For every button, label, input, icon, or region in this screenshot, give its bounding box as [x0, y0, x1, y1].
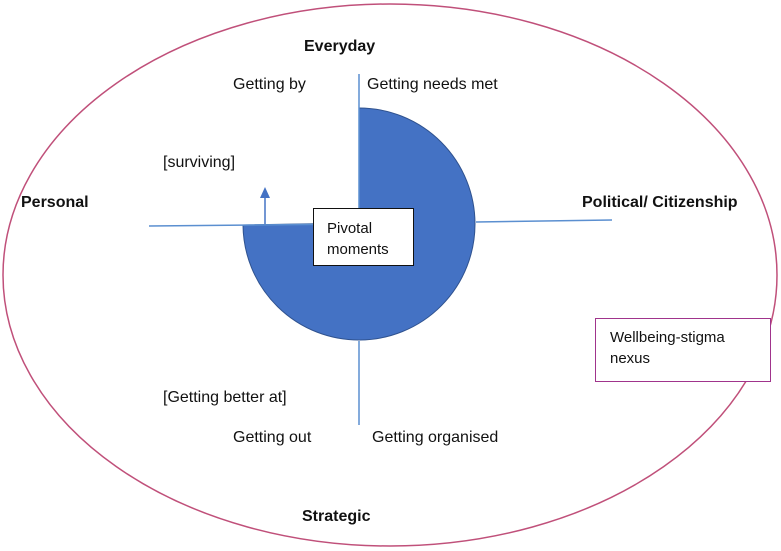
quadrant-label-getting-out: Getting out	[233, 429, 312, 446]
pivotal-moments-line2: moments	[327, 241, 389, 258]
axis-label-everyday: Everyday	[304, 38, 376, 55]
axis-label-political-citizenship: Political/ Citizenship	[582, 194, 738, 211]
wellbeing-stigma-nexus-box: Wellbeing-stigma nexus	[595, 318, 771, 382]
quadrant-label-getting-by: Getting by	[233, 76, 306, 93]
up-arrow-head	[260, 187, 270, 198]
quadrant-label-getting-organised: Getting organised	[372, 429, 499, 446]
annotation-getting-better-at: [Getting better at]	[163, 389, 287, 406]
annotation-surviving: [surviving]	[163, 154, 236, 171]
axis-label-strategic: Strategic	[302, 508, 371, 525]
nexus-line1: Wellbeing-stigma	[610, 329, 725, 346]
axis-label-personal: Personal	[21, 194, 89, 211]
pivotal-moments-line1: Pivotal	[327, 220, 373, 237]
axis-horizontal-right	[475, 219, 613, 223]
pivotal-moments-box: Pivotal moments	[313, 208, 414, 266]
quadrant-label-getting-needs-met: Getting needs met	[367, 76, 498, 93]
nexus-line2: nexus	[610, 350, 651, 367]
outer-ellipse	[2, 3, 778, 547]
